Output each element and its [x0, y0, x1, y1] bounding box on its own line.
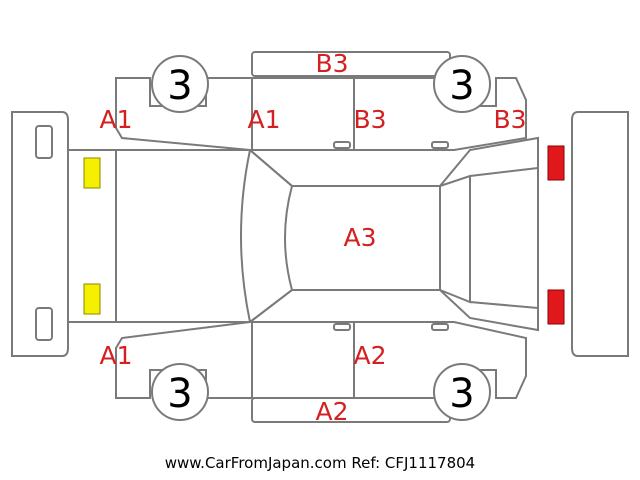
car-body: [67, 136, 539, 332]
tire-rating-rear-right: 3: [449, 371, 474, 417]
headlight-icon: [83, 283, 101, 315]
tire-rear-left: [433, 55, 491, 113]
tire-front-left: [151, 55, 209, 113]
damage-code-lower-right-panel: A2: [315, 397, 348, 426]
taillight-icon: [547, 289, 565, 325]
damage-code-roof: A3: [343, 223, 376, 252]
tire-front-right: [151, 363, 209, 421]
front-bumper: [11, 111, 69, 357]
taillight-icon: [547, 145, 565, 181]
footer-reference: www.CarFromJapan.com Ref: CFJ1117804: [165, 454, 475, 472]
tire-rear-right: [433, 363, 491, 421]
damage-code-front-left-fender: A1: [99, 105, 132, 134]
left-side-profile: [115, 77, 527, 151]
headlight-icon: [83, 157, 101, 189]
tire-rating-front-left: 3: [167, 63, 192, 109]
damage-code-front-left-door: A1: [247, 105, 280, 134]
damage-code-rear-bumper-left: B3: [315, 49, 348, 78]
damage-code-rear-left-door: B3: [353, 105, 386, 134]
side-sill-left: [251, 51, 451, 77]
rear-bumper: [571, 111, 629, 357]
tire-rating-front-right: 3: [167, 371, 192, 417]
side-sill-right: [251, 397, 451, 423]
damage-code-front-right-fender: A1: [99, 341, 132, 370]
damage-code-rear-left-quarter: B3: [493, 105, 526, 134]
tire-rating-rear-left: 3: [449, 63, 474, 109]
damage-code-rear-right-door: A2: [353, 341, 386, 370]
